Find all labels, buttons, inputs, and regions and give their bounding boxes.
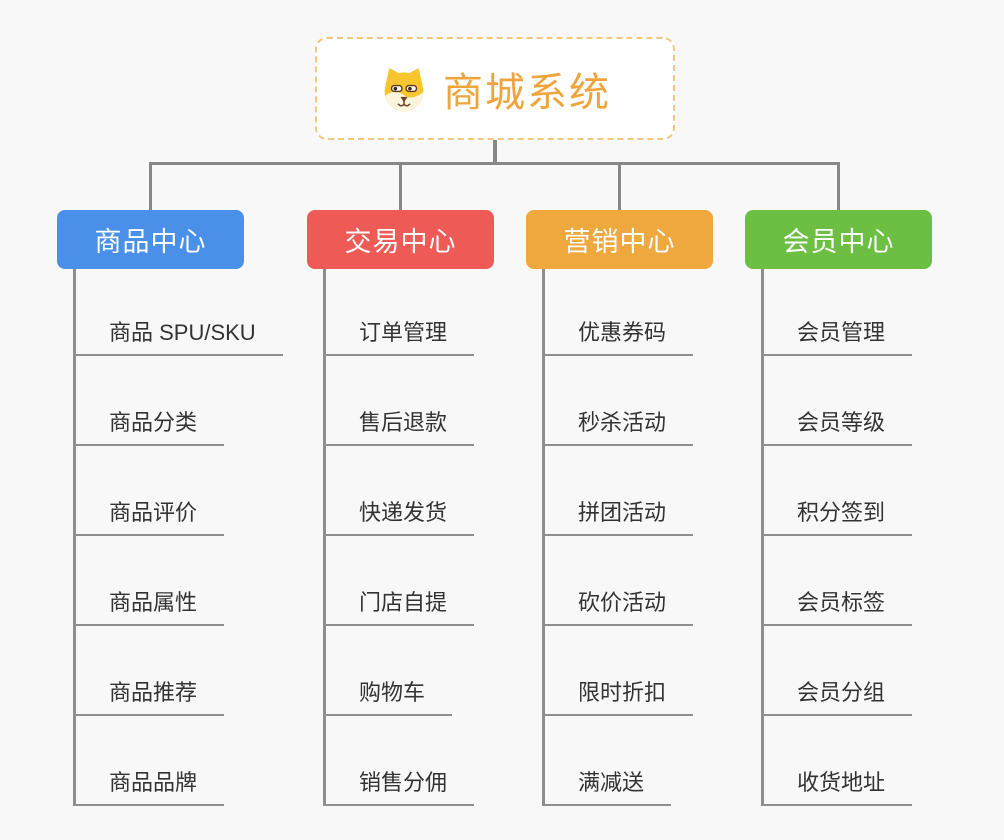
- leaf-item[interactable]: 限时折扣: [545, 626, 694, 716]
- branch-node-0[interactable]: 商品中心: [57, 210, 244, 269]
- leaf-item[interactable]: 收货地址: [764, 716, 913, 806]
- connector-line: [399, 162, 402, 210]
- leaf-item[interactable]: 商品品牌: [76, 716, 225, 806]
- leaf-item[interactable]: 快递发货: [326, 446, 475, 536]
- leaf-item[interactable]: 商品 SPU/SKU: [76, 269, 283, 356]
- leaf-item[interactable]: 优惠券码: [545, 269, 694, 356]
- leaf-item[interactable]: 销售分佣: [326, 716, 475, 806]
- leaf-item[interactable]: 商品推荐: [76, 626, 225, 716]
- leaf-item[interactable]: 满减送: [545, 716, 672, 806]
- leaf-item[interactable]: 会员等级: [764, 356, 913, 446]
- root-title: 商城系统: [443, 70, 611, 115]
- branch-items-3: 会员管理会员等级积分签到会员标签会员分组收货地址: [761, 269, 913, 806]
- branch-node-3[interactable]: 会员中心: [745, 210, 932, 269]
- root-node-mall-system[interactable]: 商城系统: [315, 37, 675, 140]
- leaf-item[interactable]: 拼团活动: [545, 446, 694, 536]
- connector-line: [493, 140, 497, 165]
- leaf-item[interactable]: 订单管理: [326, 269, 475, 356]
- leaf-item[interactable]: 售后退款: [326, 356, 475, 446]
- dog-face-icon: [384, 67, 424, 111]
- branch-node-2[interactable]: 营销中心: [526, 210, 713, 269]
- connector-line: [618, 162, 621, 210]
- branch-items-1: 订单管理售后退款快递发货门店自提购物车销售分佣: [323, 269, 475, 806]
- leaf-item[interactable]: 购物车: [326, 626, 453, 716]
- connector-line: [149, 162, 840, 165]
- connector-line: [149, 162, 152, 210]
- branch-items-2: 优惠券码秒杀活动拼团活动砍价活动限时折扣满减送: [542, 269, 694, 806]
- leaf-item[interactable]: 积分签到: [764, 446, 913, 536]
- leaf-item[interactable]: 商品评价: [76, 446, 225, 536]
- leaf-item[interactable]: 会员标签: [764, 536, 913, 626]
- leaf-item[interactable]: 商品属性: [76, 536, 225, 626]
- leaf-item[interactable]: 门店自提: [326, 536, 475, 626]
- leaf-item[interactable]: 砍价活动: [545, 536, 694, 626]
- connector-line: [837, 162, 840, 210]
- leaf-item[interactable]: 商品分类: [76, 356, 225, 446]
- leaf-item[interactable]: 秒杀活动: [545, 356, 694, 446]
- leaf-item[interactable]: 会员管理: [764, 269, 913, 356]
- branch-node-1[interactable]: 交易中心: [307, 210, 494, 269]
- leaf-item[interactable]: 会员分组: [764, 626, 913, 716]
